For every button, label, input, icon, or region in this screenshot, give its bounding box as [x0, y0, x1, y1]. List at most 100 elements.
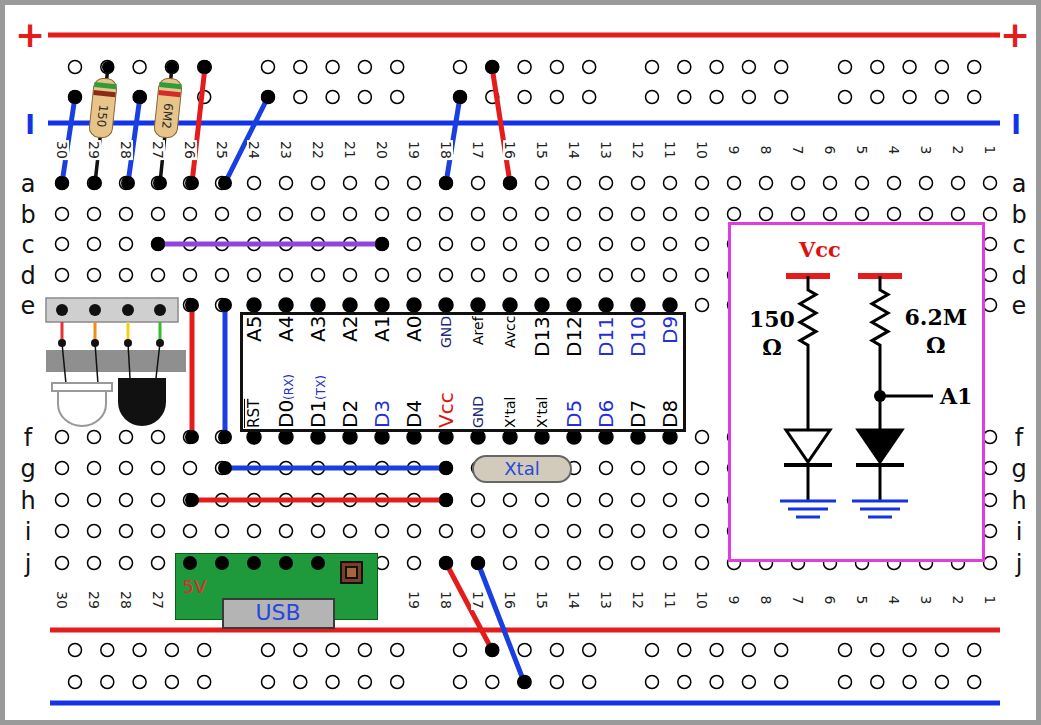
sensor-body [118, 378, 166, 426]
breadboard-hole [262, 91, 275, 104]
column-number: 11 [663, 140, 677, 160]
breadboard-hole [742, 61, 755, 74]
breadboard-hole [903, 91, 916, 104]
column-number: 22 [311, 140, 325, 160]
column-number: 28 [119, 140, 133, 160]
column-number: 5 [855, 595, 869, 606]
led-body [58, 391, 106, 426]
breadboard-hole [678, 676, 691, 689]
pin-label: Avcc [502, 316, 518, 348]
column-number: 5 [855, 145, 869, 156]
pin-label: D0 [274, 400, 298, 428]
pin-label-group: D1(TX) [308, 375, 328, 428]
breadboard-hole [903, 61, 916, 74]
breadboard-hole [262, 676, 275, 689]
breadboard-hole [742, 676, 755, 689]
column-number: 10 [695, 590, 709, 610]
breadboard-hole [326, 676, 339, 689]
chip-pin [471, 298, 485, 312]
led-rim [52, 383, 112, 391]
breadboard-hole [376, 525, 389, 538]
breadboard-hole [696, 431, 709, 444]
column-number: 11 [663, 590, 677, 610]
breadboard-hole [632, 462, 645, 475]
pin-label-group: X'tal [534, 397, 550, 428]
breadboard-hole [504, 177, 517, 190]
pin-label-group: D10 [628, 316, 648, 357]
breadboard-hole [294, 644, 307, 657]
breadboard-hole [504, 238, 517, 251]
polarity-mark: + [15, 17, 45, 53]
breadboard-hole [536, 238, 549, 251]
row-letter: j [1016, 552, 1023, 576]
breadboard-hole [88, 494, 101, 507]
breadboard-hole [152, 494, 165, 507]
breadboard-hole [56, 494, 69, 507]
column-number: 8 [759, 145, 773, 156]
wire-end [198, 60, 212, 74]
breadboard-hole [280, 177, 293, 190]
breadboard-hole [120, 269, 133, 282]
breadboard-hole [280, 525, 293, 538]
pin-label-group: X'tal [502, 397, 518, 428]
pin-label-group: Avcc [502, 316, 518, 348]
breadboard-hole [358, 644, 371, 657]
breadboard-hole [568, 269, 581, 282]
breadboard-hole [184, 525, 197, 538]
chip-pin [503, 430, 517, 444]
pin-label-group: Aref [470, 316, 486, 345]
column-number: 15 [535, 140, 549, 160]
junction-dot [874, 390, 886, 402]
breadboard-hole [728, 208, 741, 221]
breadboard-hole [56, 462, 69, 475]
breadboard-hole [472, 525, 485, 538]
row-letter: j [25, 552, 32, 576]
polarity-mark: I [1011, 112, 1021, 138]
breadboard-hole [391, 644, 404, 657]
breadboard-hole [294, 676, 307, 689]
photodiode-symbol [858, 430, 902, 462]
breadboard-hole [312, 177, 325, 190]
breadboard-hole [152, 269, 165, 282]
breadboard-hole [88, 208, 101, 221]
pin-label-group: A4 [276, 316, 296, 342]
wire-end [218, 430, 232, 444]
column-number: 6 [823, 595, 837, 606]
pin-label: D3 [370, 400, 394, 428]
pin-label: D6 [594, 400, 618, 428]
breadboard-hole [88, 557, 101, 570]
pin-label-group: A0 [404, 316, 424, 342]
breadboard-hole [486, 644, 499, 657]
breadboard-hole [583, 676, 596, 689]
lead-dot [156, 339, 164, 347]
breadboard-hole [935, 644, 948, 657]
negative-rail-line [50, 701, 1000, 706]
breadboard-hole [984, 238, 997, 251]
breadboard-hole [678, 644, 691, 657]
breadboard-hole [903, 644, 916, 657]
breadboard-hole [440, 269, 453, 282]
breadboard-hole [504, 208, 517, 221]
pin-label: (TX) [314, 375, 328, 400]
breadboard-hole [664, 494, 677, 507]
breadboard-hole [536, 494, 549, 507]
resistor-body: 6M2 [153, 77, 183, 139]
column-number: 9 [727, 595, 741, 606]
breadboard-hole [984, 431, 997, 444]
pin-label: Aref [470, 316, 486, 345]
wire-end [153, 176, 167, 190]
breadboard-hole [952, 208, 965, 221]
breadboard-hole [600, 462, 613, 475]
breadboard-hole [536, 177, 549, 190]
wire-end [166, 61, 178, 73]
breadboard-hole [56, 431, 69, 444]
breadboard-hole [486, 676, 499, 689]
row-letter: e [21, 294, 36, 318]
breadboard-hole [632, 208, 645, 221]
wire-end [88, 176, 102, 190]
pin-label: GND [470, 396, 486, 428]
breadboard-hole [600, 177, 613, 190]
breadboard-hole [696, 269, 709, 282]
breadboard-hole [344, 525, 357, 538]
column-number: 12 [631, 590, 645, 610]
